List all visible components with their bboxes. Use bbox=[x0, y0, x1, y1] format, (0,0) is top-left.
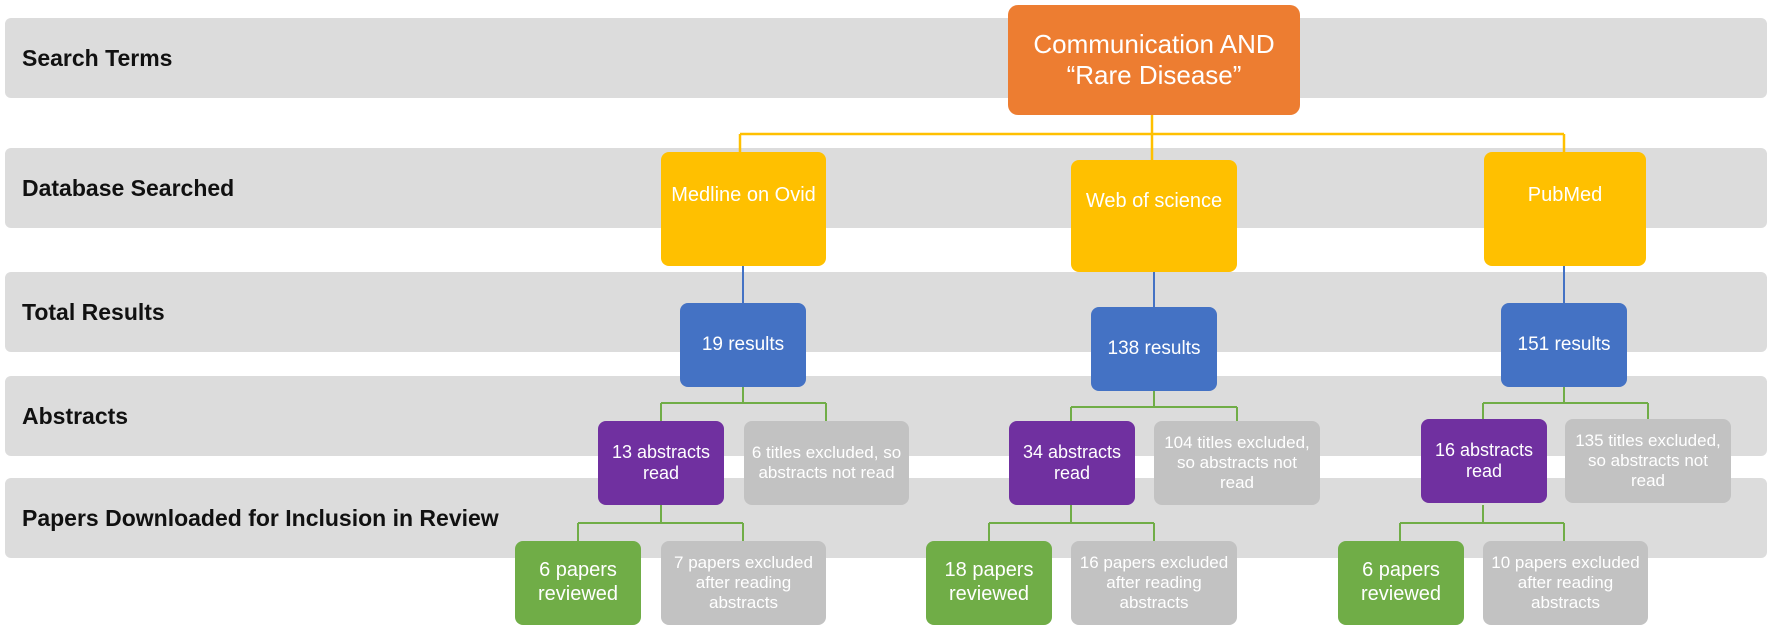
abstracts-read-web-of-science: 34 abstracts read bbox=[1009, 421, 1135, 505]
row-band-total-results bbox=[5, 272, 1767, 352]
papers-excluded-web-of-science: 16 papers excluded after reading abstrac… bbox=[1071, 541, 1237, 625]
root-connectors bbox=[738, 114, 1566, 160]
results-node-medline: 19 results bbox=[680, 303, 806, 387]
results-node-web-of-science: 138 results bbox=[1091, 307, 1217, 391]
row-label-abstracts: Abstracts bbox=[22, 402, 129, 429]
row-band-search-terms bbox=[5, 18, 1767, 98]
abstracts-read-medline: 13 abstracts read bbox=[598, 421, 724, 505]
row-label-papers-downloaded: Papers Downloaded for Inclusion in Revie… bbox=[22, 504, 499, 531]
titles-excluded-web-of-science: 104 titles excluded, so abstracts not re… bbox=[1154, 421, 1320, 505]
papers-excluded-medline: 7 papers excluded after reading abstract… bbox=[661, 541, 826, 625]
database-node-pubmed: PubMed bbox=[1484, 152, 1646, 266]
papers-excluded-pubmed: 10 papers excluded after reading abstrac… bbox=[1483, 541, 1648, 625]
results-connectors bbox=[742, 266, 1565, 307]
papers-reviewed-web-of-science: 18 papers reviewed bbox=[926, 541, 1052, 625]
papers-reviewed-pubmed: 6 papers reviewed bbox=[1338, 541, 1464, 625]
row-label-database-searched: Database Searched bbox=[22, 174, 235, 201]
titles-excluded-medline: 6 titles excluded, so abstracts not read bbox=[744, 421, 909, 505]
database-node-web-of-science: Web of science bbox=[1071, 160, 1237, 272]
titles-excluded-pubmed: 135 titles excluded, so abstracts not re… bbox=[1565, 419, 1731, 503]
abstracts-read-pubmed: 16 abstracts read bbox=[1421, 419, 1547, 503]
database-node-medline: Medline on Ovid bbox=[661, 152, 826, 266]
abstract-connectors bbox=[577, 387, 1649, 541]
search-terms-node: Communication AND “Rare Disease” bbox=[1008, 5, 1300, 115]
row-band-database-searched bbox=[5, 148, 1767, 228]
row-label-total-results: Total Results bbox=[22, 298, 165, 325]
papers-reviewed-medline: 6 papers reviewed bbox=[515, 541, 641, 625]
row-label-search-terms: Search Terms bbox=[22, 44, 173, 71]
results-node-pubmed: 151 results bbox=[1501, 303, 1627, 387]
